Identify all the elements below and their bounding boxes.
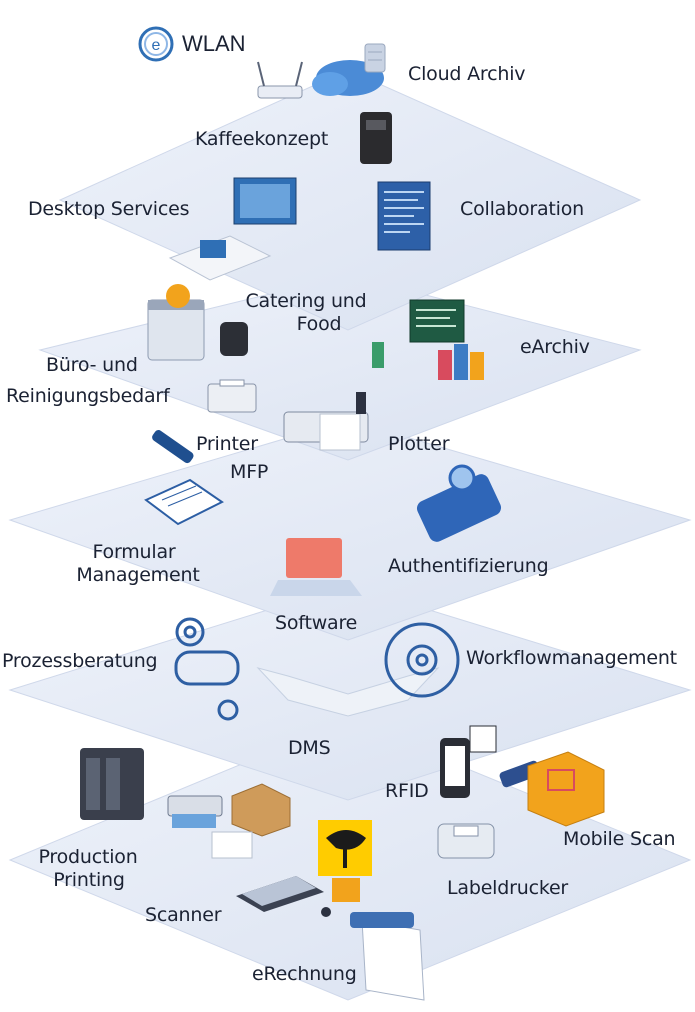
label-printer-line1: Printer <box>196 433 258 455</box>
smartphone-qr-icon <box>440 725 497 798</box>
label-formular-line1: Formular <box>92 541 176 563</box>
paper-stack-icon <box>211 831 253 859</box>
server-icon <box>364 43 386 73</box>
label-rfid: RFID <box>385 780 429 802</box>
label-printer-line2: MFP <box>230 461 269 483</box>
label-labeldrucker: Labeldrucker <box>447 877 569 899</box>
label-prozessberatung: Prozessberatung <box>2 650 158 672</box>
invoice-receipt-icon <box>350 912 425 1001</box>
svg-text:e: e <box>152 37 161 54</box>
coffee-machine-icon <box>360 112 392 164</box>
label-software: Software <box>275 612 358 634</box>
printing-press-icon <box>80 748 144 820</box>
wlan-logo: e WLAN <box>138 26 246 62</box>
workstation-desk-icon <box>168 235 272 281</box>
label-production-line2: Printing <box>53 869 125 891</box>
label-desktop-services: Desktop Services <box>28 198 190 220</box>
label-dms: DMS <box>288 737 331 759</box>
label-printer-icon <box>437 823 495 859</box>
label-mobile-scan: Mobile Scan <box>563 828 676 850</box>
label-production-line1: Production <box>38 846 138 868</box>
router-icon <box>257 61 303 99</box>
desktop-monitor-icon <box>233 177 297 225</box>
layer-software <box>8 419 692 641</box>
deutsche-post-logo-icon <box>318 820 372 876</box>
scanner-icon <box>236 876 324 912</box>
large-format-printer-icon <box>167 795 223 828</box>
form-document-icon <box>144 478 224 526</box>
label-buero-line1: Büro- und <box>46 354 138 376</box>
earchiv-monitor-icon <box>409 299 465 343</box>
parcel-delivery-icon <box>321 878 360 917</box>
label-catering-line1: Catering und <box>245 290 367 312</box>
label-authentifizierung: Authentifizierung <box>388 555 549 577</box>
label-scanner: Scanner <box>145 904 222 926</box>
label-kaffeekonzept: Kaffeekonzept <box>195 128 329 150</box>
workflow-cycle-icon <box>384 622 460 698</box>
rfid-package-icon <box>527 751 605 827</box>
book-stacks-icon <box>372 342 484 380</box>
label-plotter: Plotter <box>388 433 450 455</box>
label-formular-line2: Management <box>76 564 200 586</box>
label-earchiv: eArchiv <box>520 336 590 358</box>
smartphone-auth-icon <box>416 464 502 542</box>
cross-arrows-icon <box>256 667 440 717</box>
label-catering-line2: Food <box>296 313 342 335</box>
wlan-label: WLAN <box>182 31 246 56</box>
label-cloud-archiv: Cloud Archiv <box>408 63 526 85</box>
pen-icon <box>152 430 194 464</box>
label-workflowmanagement: Workflowmanagement <box>466 647 677 669</box>
label-buero-line2: Reinigungsbedarf <box>6 385 170 407</box>
office-chair-icon <box>220 322 248 356</box>
small-printer-icon <box>207 379 257 413</box>
laptop-icon <box>270 538 362 596</box>
wlan-e-logo-icon: e <box>138 26 174 62</box>
label-collaboration: Collaboration <box>460 198 585 220</box>
collaboration-screen-icon <box>377 181 431 251</box>
cardboard-box-icon <box>231 783 291 837</box>
plotter-icon <box>283 392 369 451</box>
copier-icon <box>147 284 205 361</box>
gear-flow-icon <box>174 617 240 721</box>
label-erechnung: eRechnung <box>252 963 357 985</box>
